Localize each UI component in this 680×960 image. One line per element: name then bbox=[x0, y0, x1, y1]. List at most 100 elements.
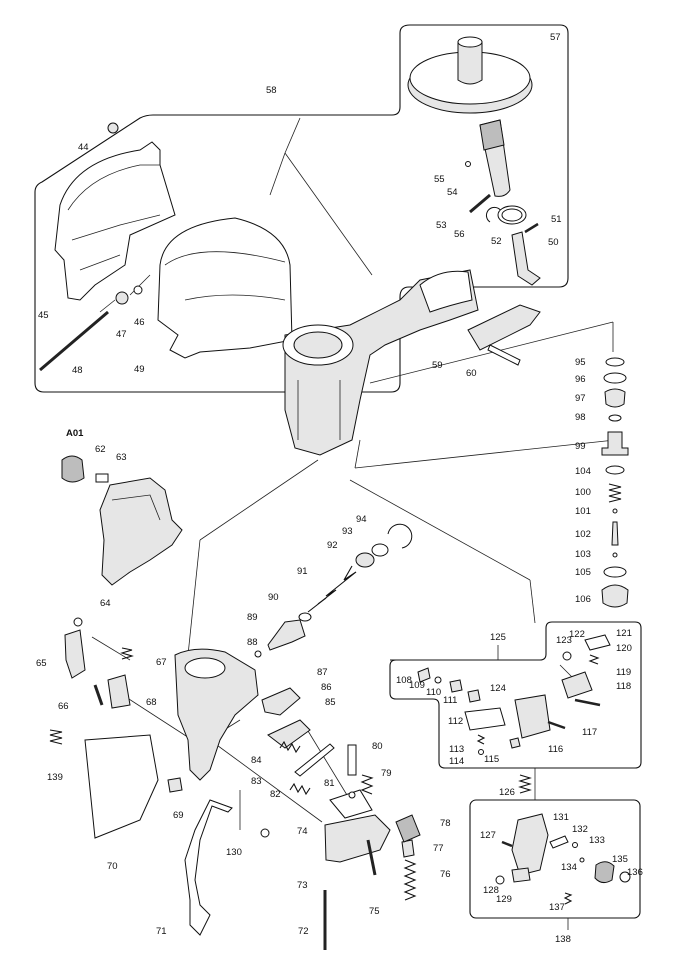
part-84-spring bbox=[279, 740, 301, 754]
callout-56: 56 bbox=[454, 229, 465, 240]
callout-71: 71 bbox=[156, 926, 167, 937]
callout-44: 44 bbox=[78, 142, 89, 153]
part-69-knob bbox=[167, 777, 183, 793]
callout-46: 46 bbox=[134, 317, 145, 328]
main-body-housing bbox=[282, 269, 479, 456]
part-73-trigger-base bbox=[324, 814, 391, 863]
callout-109: 109 bbox=[409, 680, 425, 691]
part-92-seal bbox=[355, 552, 375, 568]
callout-121: 121 bbox=[616, 628, 632, 639]
part-124-block bbox=[514, 694, 551, 739]
callout-A01: A01 bbox=[66, 428, 84, 439]
callout-116: 116 bbox=[548, 744, 563, 755]
magazine-parts bbox=[39, 36, 541, 372]
callout-52: 52 bbox=[491, 236, 502, 247]
callout-106: 106 bbox=[575, 594, 591, 605]
part-89-piston bbox=[267, 619, 306, 651]
callout-117: 117 bbox=[582, 727, 597, 738]
part-44-nut bbox=[107, 122, 119, 134]
callout-99: 99 bbox=[575, 441, 586, 452]
part-85-plate bbox=[267, 719, 311, 749]
part-106-cap bbox=[601, 584, 629, 608]
callout-95: 95 bbox=[575, 357, 586, 368]
callout-63: 63 bbox=[116, 452, 127, 463]
part-49-cover bbox=[157, 217, 293, 359]
callout-50: 50 bbox=[548, 237, 559, 248]
part-132-screw bbox=[549, 835, 569, 849]
part-63-guard bbox=[99, 477, 183, 586]
callout-102: 102 bbox=[575, 529, 591, 540]
safety-parts bbox=[417, 634, 611, 755]
part-95-oring bbox=[605, 357, 625, 367]
part-78-block bbox=[395, 814, 421, 843]
callout-58: 58 bbox=[266, 85, 277, 96]
part-75-pin bbox=[366, 839, 377, 876]
part-A01-rubber bbox=[61, 455, 85, 483]
part-53-pin bbox=[469, 193, 491, 214]
callout-54: 54 bbox=[447, 187, 458, 198]
callout-85: 85 bbox=[325, 697, 336, 708]
callout-81: 81 bbox=[324, 778, 335, 789]
callout-70: 70 bbox=[107, 861, 118, 872]
callout-84: 84 bbox=[251, 755, 262, 766]
part-129-block bbox=[511, 867, 531, 883]
callout-74: 74 bbox=[297, 826, 308, 837]
part-76-spring bbox=[403, 859, 417, 901]
part-51-pin bbox=[524, 222, 539, 234]
part-62-screw bbox=[95, 473, 109, 483]
callout-100: 100 bbox=[575, 487, 591, 498]
part-90-oring bbox=[298, 612, 312, 622]
callout-112: 112 bbox=[448, 716, 463, 727]
callout-67: 67 bbox=[156, 657, 167, 668]
callout-119: 119 bbox=[616, 667, 631, 678]
callout-134: 134 bbox=[561, 862, 577, 873]
callout-68: 68 bbox=[146, 697, 157, 708]
part-45-cover bbox=[54, 141, 176, 301]
part-131-trigger bbox=[511, 813, 549, 876]
callout-98: 98 bbox=[575, 412, 586, 423]
callout-127: 127 bbox=[480, 830, 496, 841]
part-50-spindle bbox=[511, 231, 541, 286]
callout-113: 113 bbox=[449, 744, 464, 755]
part-139-spring bbox=[49, 729, 63, 745]
part-80-pin bbox=[347, 744, 357, 776]
part-81-ring bbox=[348, 791, 356, 799]
callout-118: 118 bbox=[616, 681, 631, 692]
callout-86: 86 bbox=[321, 682, 332, 693]
callout-111: 111 bbox=[443, 695, 457, 706]
callout-73: 73 bbox=[297, 880, 308, 891]
part-112-plate bbox=[464, 707, 506, 731]
callout-65: 65 bbox=[36, 658, 47, 669]
callout-105: 105 bbox=[575, 567, 591, 578]
part-94-ring bbox=[387, 523, 413, 549]
callout-64: 64 bbox=[100, 598, 111, 609]
part-105-oring bbox=[603, 566, 627, 578]
callout-131: 131 bbox=[553, 812, 569, 823]
callout-48: 48 bbox=[72, 365, 83, 376]
piston-parts bbox=[254, 523, 413, 658]
part-57-shaft bbox=[457, 41, 483, 85]
part-55-ball bbox=[465, 161, 471, 167]
callout-53: 53 bbox=[436, 220, 447, 231]
part-67-spring bbox=[120, 647, 134, 660]
frame-magazine-group bbox=[34, 24, 569, 393]
frame-safety-group bbox=[389, 621, 642, 769]
callout-136: 136 bbox=[627, 867, 643, 878]
callout-93: 93 bbox=[342, 526, 353, 537]
callout-47: 47 bbox=[116, 329, 127, 340]
part-48-rod bbox=[39, 310, 109, 372]
callout-90: 90 bbox=[268, 592, 279, 603]
callout-94: 94 bbox=[356, 514, 367, 525]
callout-103: 103 bbox=[575, 549, 591, 560]
part-103-ring bbox=[612, 552, 618, 558]
nose-body bbox=[174, 648, 259, 781]
frame-trigger-group bbox=[469, 799, 641, 919]
part-135-cap bbox=[594, 861, 615, 884]
callout-110: 110 bbox=[426, 687, 441, 698]
callout-labels: 44 45 46 47 48 49 50 51 52 53 54 55 56 5… bbox=[36, 32, 643, 945]
part-77-cap bbox=[401, 839, 415, 858]
callout-132: 132 bbox=[572, 824, 588, 835]
callout-82: 82 bbox=[270, 789, 281, 800]
callout-126: 126 bbox=[499, 787, 515, 798]
